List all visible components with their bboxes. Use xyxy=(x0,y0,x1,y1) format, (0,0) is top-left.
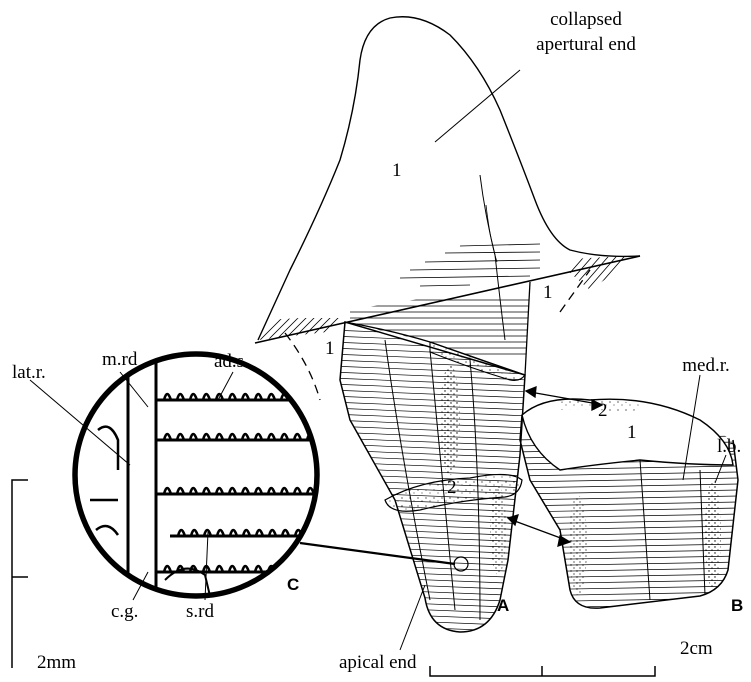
scale-label-2cm: 2cm xyxy=(680,638,713,659)
scale-bar-left xyxy=(12,480,28,668)
panel-label-b: B xyxy=(731,596,743,615)
scale-bar-bottom xyxy=(430,666,655,676)
label-ad-s: ad.s. xyxy=(214,351,249,372)
middle-section-outline xyxy=(345,282,530,375)
collapsed-label-line2: apertural end xyxy=(536,34,636,55)
region-2-a: 2 xyxy=(447,477,457,498)
collapsed-end-hatching xyxy=(400,244,540,286)
region-1-top: 1 xyxy=(392,160,402,181)
label-s-rd: s.rd xyxy=(186,601,214,622)
scale-label-2mm: 2mm xyxy=(37,652,76,673)
panel-label-a: A xyxy=(497,596,509,615)
label-l-b: l.b. xyxy=(717,436,741,457)
label-lat-r: lat.r. xyxy=(12,362,46,383)
region-2-b: 2 xyxy=(598,400,608,421)
collapsed-apertural-end xyxy=(255,17,640,343)
collapsed-label-line1: collapsed xyxy=(550,9,622,30)
region-1-left: 1 xyxy=(325,338,335,359)
region-1-b: 1 xyxy=(627,422,637,443)
label-m-rd: m.rd xyxy=(102,349,138,370)
detail-c-line xyxy=(300,543,455,564)
detail-c xyxy=(75,354,320,599)
panel-label-c: C xyxy=(287,575,299,594)
label-apical-end: apical end xyxy=(339,652,417,673)
label-med-r: med.r. xyxy=(682,355,730,376)
region-1-right: 1 xyxy=(543,282,553,303)
label-c-g: c.g. xyxy=(111,601,138,622)
